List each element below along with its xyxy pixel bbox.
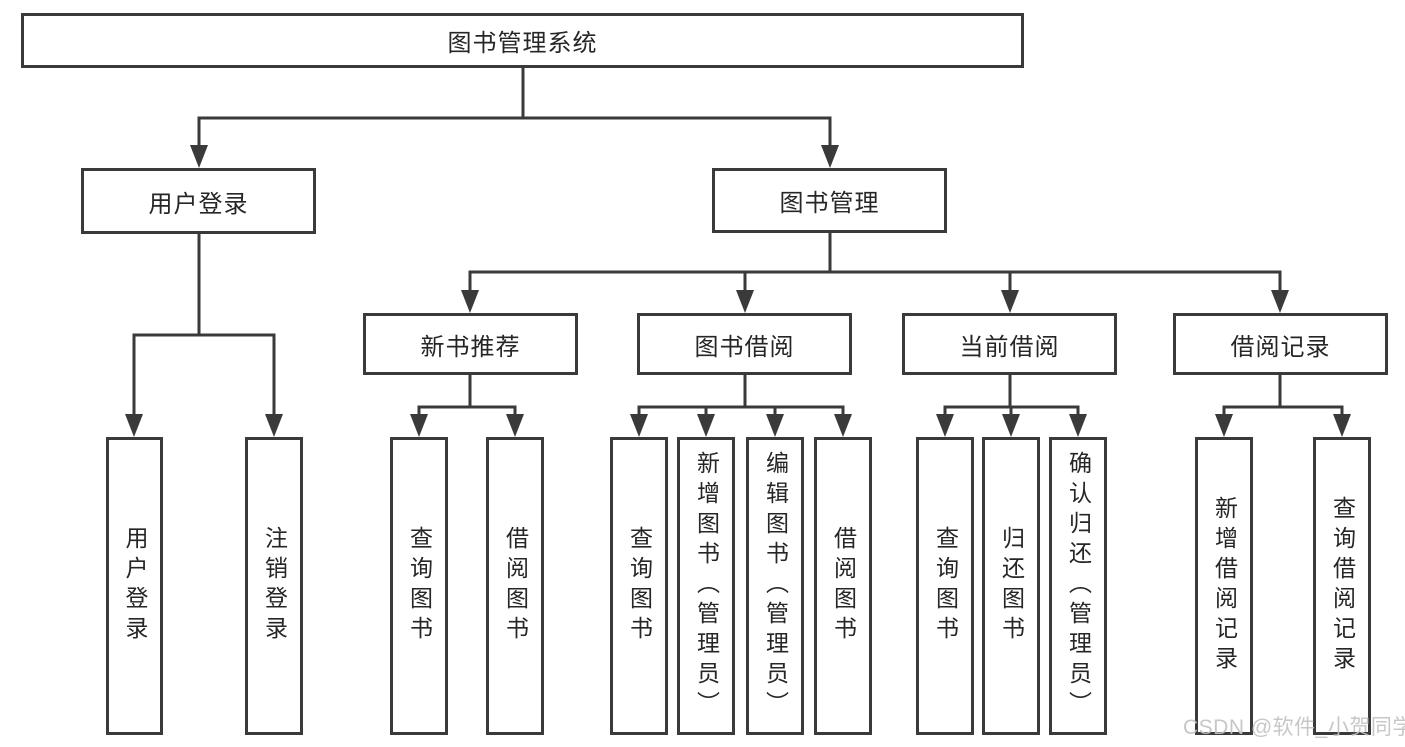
watermark: CSDN @软件_小贺同学 [1183,716,1405,739]
leaf-confirm-return-admin-label: 确认归还（管理员） [1065,451,1092,721]
leaf-query-books-borrow-label: 查询图书 [626,526,653,646]
leaf-borrow-books-newbooks: 借阅图书 [486,437,544,735]
leaf-logout: 注销登录 [245,437,303,735]
node-book-management: 图书管理 [712,168,947,233]
leaf-add-book-admin-label: 新增图书（管理员） [693,451,720,721]
leaf-query-books-borrow: 查询图书 [610,437,668,735]
leaf-query-books-current-label: 查询图书 [932,526,959,646]
node-borrow-records: 借阅记录 [1173,313,1388,375]
leaf-add-borrow-record-label: 新增借阅记录 [1211,496,1238,676]
leaf-query-books-current: 查询图书 [916,437,974,735]
leaf-logout-label: 注销登录 [261,526,288,646]
leaf-query-books-newbooks-label: 查询图书 [406,526,433,646]
leaf-edit-book-admin: 编辑图书（管理员） [746,437,804,735]
node-current-borrow: 当前借阅 [902,313,1117,375]
leaf-user-login-label: 用户登录 [122,526,148,646]
leaf-return-book: 归还图书 [982,437,1040,735]
leaf-add-borrow-record: 新增借阅记录 [1195,437,1253,735]
leaf-borrow-books-newbooks-label: 借阅图书 [502,526,529,646]
leaf-return-book-label: 归还图书 [998,526,1025,646]
leaf-confirm-return-admin: 确认归还（管理员） [1049,437,1107,735]
node-book-borrow: 图书借阅 [637,313,852,375]
leaf-query-borrow-record-label: 查询借阅记录 [1329,496,1356,676]
node-new-book-recommend: 新书推荐 [363,313,578,375]
leaf-query-books-newbooks: 查询图书 [390,437,448,735]
leaf-borrow-books-borrow: 借阅图书 [814,437,872,735]
node-library-system: 图书管理系统 [21,13,1024,68]
node-user-login: 用户登录 [81,168,316,234]
leaf-query-borrow-record: 查询借阅记录 [1313,437,1371,735]
leaf-edit-book-admin-label: 编辑图书（管理员） [762,451,789,721]
leaf-user-login: 用户登录 [106,437,163,735]
leaf-add-book-admin: 新增图书（管理员） [677,437,735,735]
leaf-borrow-books-borrow-label: 借阅图书 [830,526,857,646]
